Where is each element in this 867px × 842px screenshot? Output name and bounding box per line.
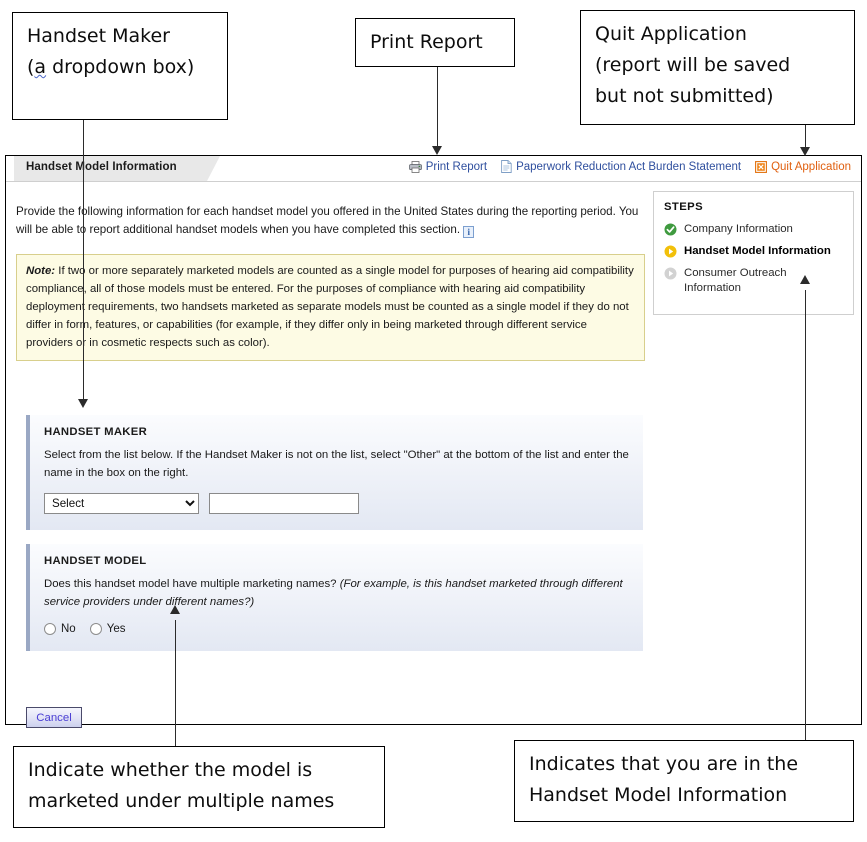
paren-open: ( bbox=[27, 55, 35, 78]
handset-maker-other-input[interactable] bbox=[209, 493, 359, 515]
connector-print-report bbox=[437, 67, 438, 150]
connector-handset-maker-head bbox=[78, 399, 88, 408]
handset-model-title: HANDSET MODEL bbox=[44, 555, 147, 568]
callout-handset-maker: Handset Maker (a dropdown box) bbox=[12, 12, 228, 120]
application-window: Handset Model Information Print Report bbox=[5, 155, 862, 729]
callout-handset-maker-line2: (a dropdown box) bbox=[27, 52, 215, 83]
radio-label-yes: Yes bbox=[106, 623, 126, 636]
spacer-above-maker-panel bbox=[16, 361, 645, 415]
callout-current-step-line2: Handset Model Information bbox=[529, 783, 788, 806]
handset-model-question: Does this handset model have multiple ma… bbox=[44, 575, 629, 611]
document-icon bbox=[501, 160, 512, 173]
connector-current-step bbox=[805, 290, 806, 740]
close-x-icon bbox=[755, 160, 768, 173]
spacer-between-panels bbox=[16, 530, 645, 544]
handset-maker-select[interactable]: Select bbox=[44, 493, 199, 515]
info-icon[interactable]: i bbox=[463, 226, 475, 239]
handset-model-radio-row: No Yes bbox=[44, 623, 629, 636]
radio-label-no: No bbox=[61, 623, 76, 636]
radio-mark-no[interactable] bbox=[44, 623, 56, 636]
radio-mark-yes[interactable] bbox=[89, 623, 102, 636]
play-circle-pending-icon bbox=[664, 267, 677, 280]
step-handset-model-information[interactable]: Handset Model Information bbox=[664, 244, 843, 259]
steps-title: STEPS bbox=[664, 201, 704, 213]
intro-text: Provide the following information for ea… bbox=[16, 204, 639, 237]
note-box: Note: If two or more separately marketed… bbox=[16, 254, 645, 362]
callout-quit-line2: (report will be saved bbox=[595, 53, 791, 76]
handset-model-question-example: (For example, is this handset marketed t… bbox=[44, 578, 623, 609]
step-label-handset-model-information: Handset Model Information bbox=[684, 245, 831, 258]
step-company-information[interactable]: Company Information bbox=[664, 222, 843, 237]
tab-strip: Handset Model Information Print Report bbox=[6, 156, 861, 182]
step-label-consumer-outreach-information: Consumer Outreach Information bbox=[684, 267, 787, 295]
printer-icon bbox=[408, 160, 422, 173]
callout-squiggle-word: a bbox=[34, 55, 47, 78]
play-circle-icon bbox=[664, 245, 677, 258]
connector-quit-application-head bbox=[800, 147, 810, 156]
step-consumer-outreach-information[interactable]: Consumer Outreach Information bbox=[664, 266, 843, 296]
note-label: Note: bbox=[26, 265, 56, 278]
print-report-label: Print Report bbox=[425, 160, 488, 173]
print-report-link[interactable]: Print Report bbox=[408, 160, 488, 173]
toolbar: Print Report Paperwork Reduction Act Bur… bbox=[408, 160, 851, 173]
callout-quit-application: Quit Application (report will be saved b… bbox=[580, 10, 855, 125]
callout-current-step-line1: Indicates that you are in the bbox=[529, 753, 799, 775]
callout-handset-maker-line1: Handset Maker bbox=[27, 25, 170, 47]
connector-quit-application bbox=[805, 125, 806, 151]
quit-application-label: Quit Application bbox=[771, 160, 851, 173]
callout-quit-line1: Quit Application bbox=[595, 23, 747, 45]
radio-option-no[interactable]: No bbox=[44, 623, 76, 636]
handset-model-question-text: Does this handset model have multiple ma… bbox=[44, 578, 337, 591]
step-label-company-information: Company Information bbox=[684, 223, 793, 235]
quit-application-link[interactable]: Quit Application bbox=[755, 161, 851, 173]
button-row: Cancel bbox=[26, 707, 645, 729]
connector-print-report-head bbox=[432, 146, 442, 155]
app-body: Provide the following information for ea… bbox=[6, 182, 861, 729]
handset-maker-panel: HANDSET MAKER Select from the list below… bbox=[26, 415, 643, 531]
note-body: If two or more separately marketed model… bbox=[26, 265, 634, 350]
left-column: Provide the following information for ea… bbox=[16, 203, 645, 729]
check-circle-icon bbox=[664, 223, 677, 236]
radio-option-yes[interactable]: Yes bbox=[89, 623, 126, 636]
handset-model-panel: HANDSET MODEL Does this handset model ha… bbox=[26, 544, 643, 652]
callout-quit-line3: but not submitted) bbox=[595, 84, 774, 107]
callout-current-step: Indicates that you are in the Handset Mo… bbox=[514, 740, 854, 822]
callout-print-report-line1: Print Report bbox=[370, 31, 483, 54]
connector-current-step-head bbox=[800, 275, 810, 284]
callout-print-report: Print Report bbox=[355, 18, 515, 67]
paperwork-reduction-act-label: Paperwork Reduction Act Burden Statement bbox=[516, 160, 742, 173]
connector-multiple-names-head bbox=[170, 605, 180, 614]
paperwork-reduction-act-link[interactable]: Paperwork Reduction Act Burden Statement bbox=[501, 160, 741, 173]
intro-paragraph: Provide the following information for ea… bbox=[16, 203, 645, 241]
connector-handset-maker bbox=[83, 120, 84, 403]
callout-multiple-names: Indicate whether the model is marketed u… bbox=[13, 746, 385, 828]
callout-multiple-names-line1: Indicate whether the model is bbox=[28, 759, 313, 781]
callout-handset-maker-line2-rest: dropdown box) bbox=[46, 55, 195, 78]
callout-multiple-names-line2: marketed under multiple names bbox=[28, 789, 335, 812]
handset-maker-title: HANDSET MAKER bbox=[44, 426, 148, 439]
tab-handset-model-information[interactable]: Handset Model Information bbox=[14, 156, 220, 181]
cancel-button[interactable]: Cancel bbox=[26, 707, 82, 729]
handset-maker-field-row: Select bbox=[44, 493, 629, 515]
connector-multiple-names bbox=[175, 620, 176, 746]
steps-panel: STEPS Company Information bbox=[653, 191, 854, 315]
handset-maker-description: Select from the list below. If the Hands… bbox=[44, 449, 629, 480]
